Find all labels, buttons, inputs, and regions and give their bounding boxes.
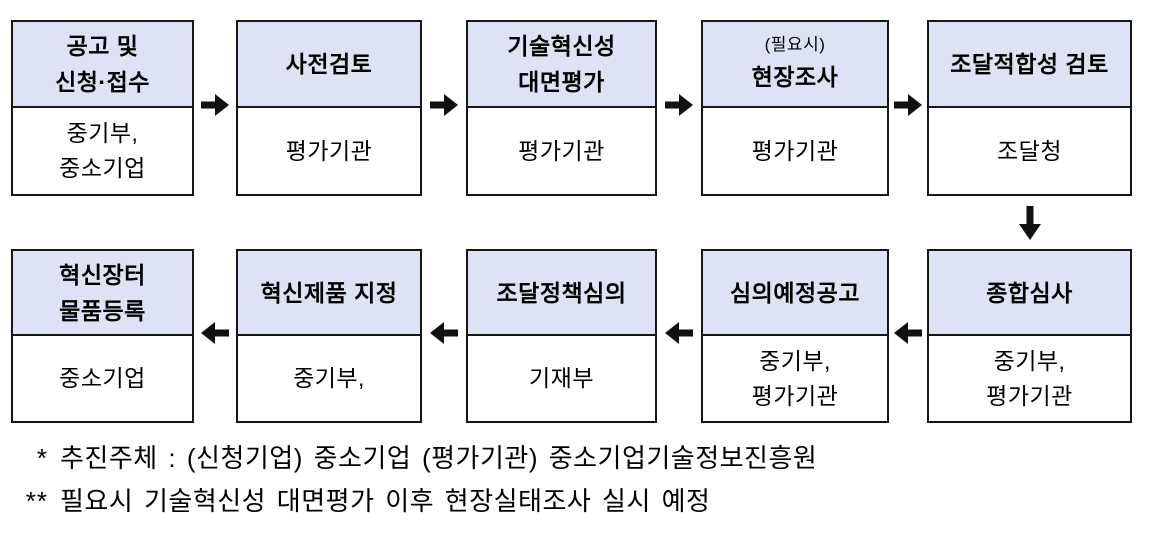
footnote-2: ** 필요시 기술혁신성 대면평가 이후 현장실태조사 실시 예정 — [14, 481, 817, 524]
footnote-1-text: 추진주체 : (신청기업) 중소기업 (평가기관) 중소기업기술정보진흥원 — [60, 443, 818, 473]
flow-box-body: 중기부, 평가기관 — [929, 336, 1130, 421]
flow-box-header: (필요시) 현장조사 — [703, 22, 887, 108]
arrow-right-icon — [894, 94, 922, 116]
flow-box-body-line: 평가기관 — [986, 382, 1073, 409]
flow-box-title-line: 물품등록 — [59, 297, 146, 324]
flow-box-title-line: 조달정책심의 — [496, 279, 627, 306]
flow-box-body-line: 평가기관 — [518, 137, 605, 164]
flow-box-title-line: 기술혁신성 — [507, 33, 616, 59]
footnote-2-text: 필요시 기술혁신성 대면평가 이후 현장실태조사 실시 예정 — [60, 486, 711, 516]
flow-box-header: 심의예정공고 — [703, 251, 887, 336]
flow-box-body-line: 평가기관 — [285, 137, 373, 164]
arrow-left-icon — [665, 322, 693, 344]
flow-box-body-line: 평가기관 — [751, 382, 839, 409]
flow-box-body: 중기부, — [238, 336, 420, 421]
flow-box-body: 조달청 — [929, 108, 1130, 194]
flow-box-body: 중소기업 — [13, 336, 192, 421]
flow-box-title-line: 심의예정공고 — [730, 279, 860, 306]
flow-box-title-line: 혁신제품 지정 — [260, 279, 398, 306]
flow-box-title-line: 신청·접수 — [55, 69, 150, 95]
flow-box-body: 평가기관 — [468, 108, 655, 194]
flow-box-header: 조달적합성 검토 — [929, 22, 1130, 108]
arrow-right-icon — [665, 94, 693, 116]
arrow-left-icon — [430, 322, 458, 344]
flow-box-body-line: 중소기업 — [59, 365, 146, 391]
flow-box-title-line: 현장조사 — [751, 64, 839, 90]
flow-box-body-line: 평가기관 — [751, 137, 839, 164]
flow-box-header: 혁신제품 지정 — [238, 251, 420, 336]
arrow-left-icon — [894, 322, 922, 344]
flow-box-body-line: 중기부, — [293, 365, 365, 391]
footnotes: * 추진주체 : (신청기업) 중소기업 (평가기관) 중소기업기술정보진흥원 … — [14, 438, 817, 524]
flow-box-body: 중기부, 평가기관 — [703, 336, 887, 421]
flow-box-header-note: (필요시) — [764, 35, 826, 54]
flow-box-header: 종합심사 — [929, 251, 1130, 336]
flow-box-title-line: 조달적합성 검토 — [950, 51, 1109, 77]
flow-box-body-line: 중기부, — [993, 347, 1066, 374]
footnote-2-marker: ** — [25, 486, 48, 516]
footnote-1-marker: * — [36, 443, 48, 473]
flow-box-header: 조달정책심의 — [468, 251, 655, 336]
flow-box-title-line: 종합심사 — [986, 279, 1073, 306]
flow-box-body: 평가기관 — [703, 108, 887, 194]
flow-box-body: 중기부, 중소기업 — [13, 108, 192, 194]
arrow-down-icon — [1018, 206, 1041, 240]
flow-box-title-line: 대면평가 — [518, 69, 605, 95]
flow-box-body-line: 조달청 — [997, 137, 1062, 164]
arrow-left-icon — [201, 322, 229, 344]
flow-box-title-line: 사전검토 — [285, 51, 373, 77]
flow-box-body-line: 중소기업 — [59, 155, 146, 181]
arrow-right-icon — [201, 94, 229, 116]
flow-box-body-line: 중기부, — [759, 347, 831, 374]
flow-box-title-line: 공고 및 — [66, 33, 139, 59]
flow-box-body-line: 기재부 — [529, 365, 594, 391]
footnote-1: * 추진주체 : (신청기업) 중소기업 (평가기관) 중소기업기술정보진흥원 — [14, 438, 817, 481]
flow-box-title-line: 혁신장터 — [59, 261, 146, 288]
flow-box-body: 기재부 — [468, 336, 655, 421]
flow-box-body: 평가기관 — [238, 108, 420, 194]
flow-box-header: 사전검토 — [238, 22, 420, 108]
flow-box-body-line: 중기부, — [66, 120, 139, 146]
arrow-right-icon — [430, 94, 458, 116]
